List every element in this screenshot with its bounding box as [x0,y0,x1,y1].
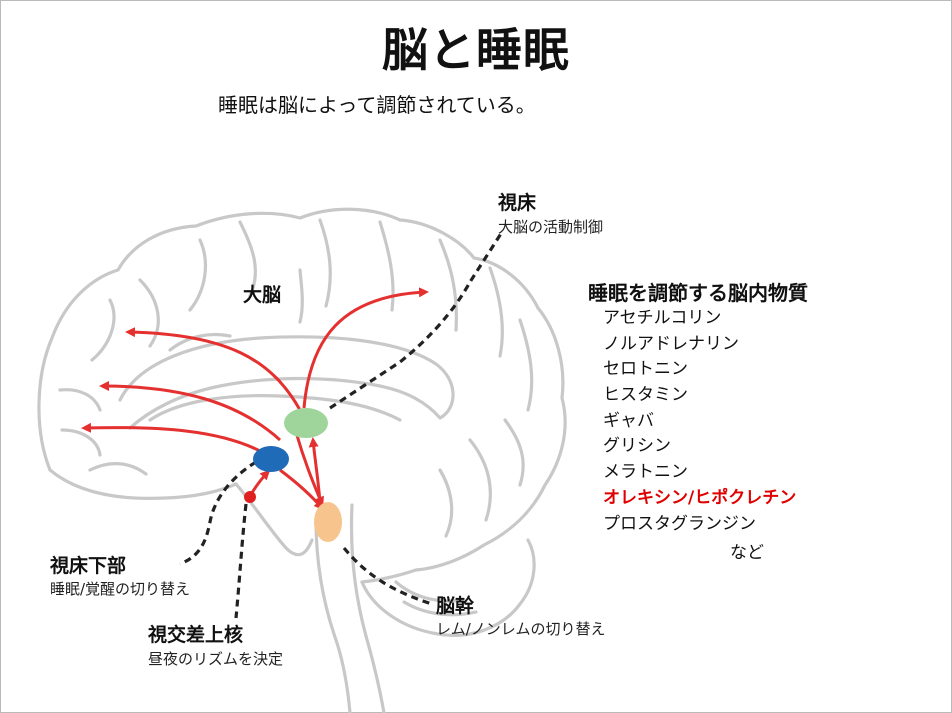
substance-item: メラトニン [603,462,688,483]
leader-lines [179,231,504,619]
thalamus-label: 視床 [498,192,537,214]
brainstem-label: 脳幹 [436,595,475,617]
leader-thalamus [329,231,504,410]
scn-label: 視交差上核 [148,624,244,646]
substance-item: プロスタグランジン [603,513,756,534]
scn-marker [244,491,256,503]
cerebrum-label: 大脳 [243,284,282,306]
substance-item: アセチルコリン [603,308,722,328]
brain-outline [37,207,567,713]
arrow-to-frontal-upper [125,327,302,411]
substance-item: ノルアドレナリン [603,333,739,354]
leader-hypothalamus [179,460,257,566]
cerebellum-outline [360,538,536,637]
substance-item: グリシン [603,436,671,457]
brainstem-outline [314,518,352,713]
corpus-callosum [118,335,455,430]
substances-etc: など [730,543,764,563]
hypothalamus-label: 視床下部 [50,555,127,577]
substances-heading: 睡眠を調節する脳内物質 [588,281,808,305]
arrow-thalamus-to-brainstem [294,431,324,507]
substance-item: ギャバ [603,410,654,431]
hypothalamus-description: 睡眠/覚醒の切り替え [50,580,191,598]
thalamus-description: 大脳の活動制御 [498,218,604,236]
arrow-to-frontal-mid [99,381,282,442]
brainstem-description: レム/ノンレムの切り替え [436,620,606,638]
hypothalamus-marker [253,446,289,472]
substance-item: オレキシン/ヒポクレチン [603,487,797,508]
slide-subtitle: 睡眠は脳によって調節されている。 [218,93,536,117]
brainstem-marker [314,502,342,542]
arrow-thalamus-to-cortex [302,287,429,409]
scn-description: 昼夜のリズムを決定 [148,650,284,668]
thalamus-marker [284,408,328,438]
substances-list: アセチルコリンノルアドレナリンセロトニンヒスタミンギャバグリシンメラトニンオレキ… [603,306,796,537]
slide-title: 脳と睡眠 [382,23,570,77]
substance-item: セロトニン [603,359,688,380]
substance-item: ヒスタミン [603,385,688,406]
leader-scn [234,503,248,619]
arrow-to-frontal-low [81,422,263,454]
cortex-outline [37,207,567,584]
projection-arrows [81,287,429,511]
